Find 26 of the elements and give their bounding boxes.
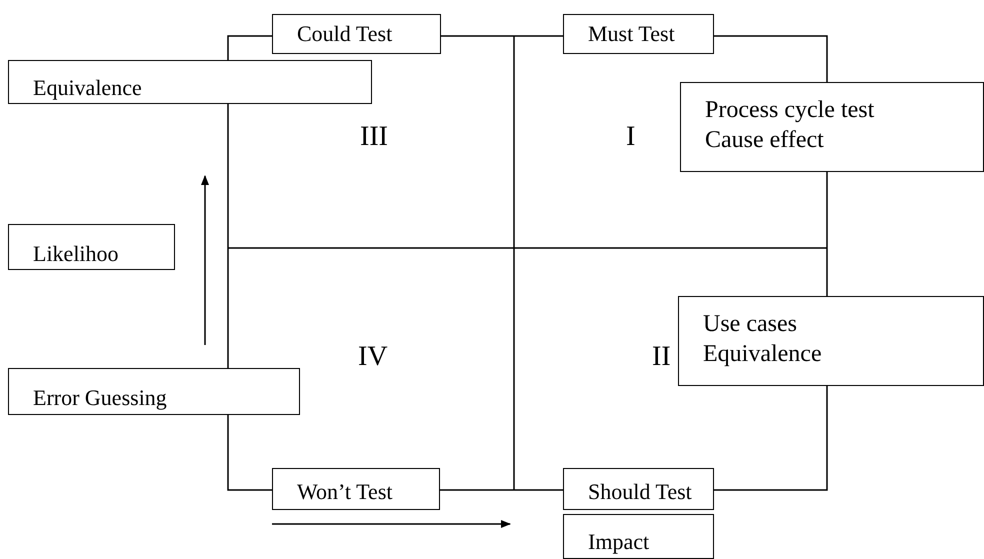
box-label: Process cycle test — [705, 96, 876, 125]
box-label: Use cases — [703, 310, 798, 339]
text-box — [563, 468, 714, 510]
text-box — [8, 60, 372, 104]
quadrant-numeral: I — [626, 122, 636, 152]
text-box — [8, 368, 300, 415]
text-box — [680, 82, 984, 172]
box-label: Could Test — [297, 21, 394, 47]
box-label: Must Test — [588, 21, 676, 47]
quadrant-numeral: II — [652, 342, 671, 372]
text-box — [678, 296, 984, 386]
text-box — [8, 224, 175, 270]
box-label: Equivalence — [703, 340, 823, 369]
box-label: Should Test — [588, 479, 693, 505]
quadrant-numeral: IV — [358, 342, 388, 372]
box-label: Likelihoo — [33, 241, 120, 267]
text-box — [563, 514, 714, 559]
text-box — [563, 14, 714, 54]
box-label: Cause effect — [705, 126, 825, 155]
box-label: Equivalence — [33, 75, 143, 101]
box-label: Error Guessing — [33, 385, 168, 411]
box-label: Won’t Test — [297, 479, 394, 505]
text-box — [272, 14, 441, 54]
text-box — [272, 468, 440, 510]
quadrant-numeral: III — [360, 122, 388, 152]
box-label: Impact — [588, 529, 650, 555]
